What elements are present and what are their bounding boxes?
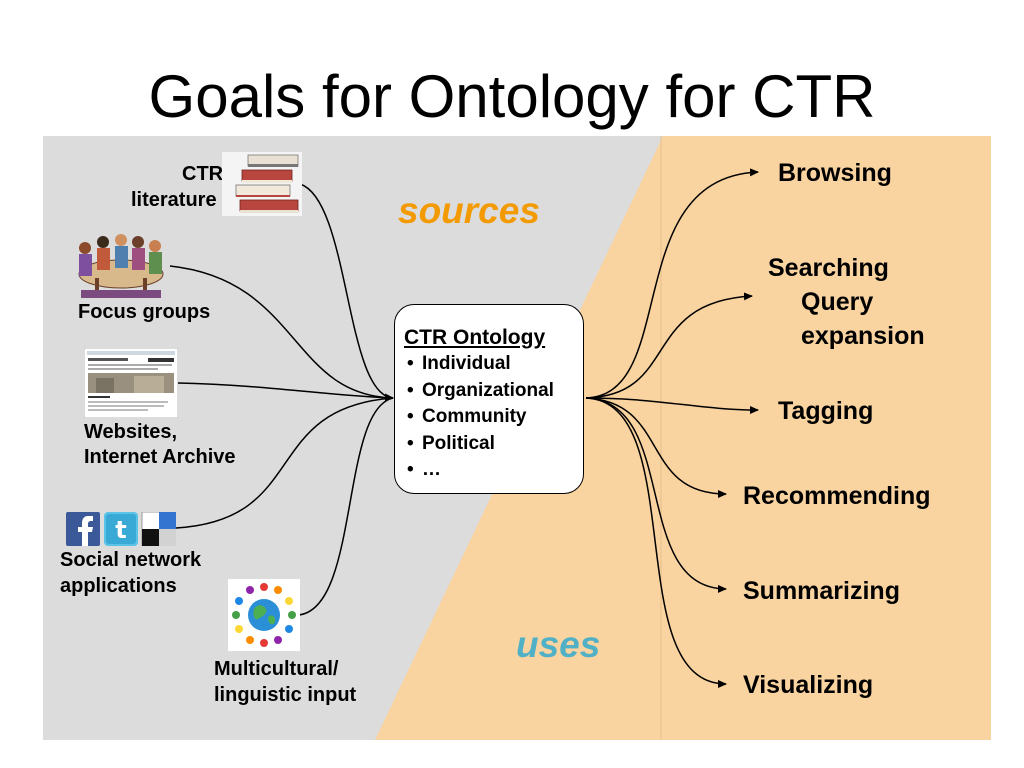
- social-icons-group: t: [66, 512, 176, 546]
- globe-people-icon: [228, 579, 300, 651]
- svg-text:t: t: [115, 516, 126, 544]
- sources-label: sources: [398, 190, 540, 231]
- connector-websites: [177, 382, 394, 399]
- uses-region: [375, 136, 991, 740]
- ctr-literature-label-line1: CTR: [182, 163, 224, 185]
- connector-ctr-literature: [299, 183, 394, 402]
- connector-recommending: [585, 397, 727, 498]
- connector-visualizing: [585, 397, 727, 688]
- website-screenshot-icon: [84, 348, 178, 418]
- ctr-ontology-box: CTR Ontology Individual Organizational C…: [394, 304, 584, 494]
- slide-title: Goals for Ontology for CTR: [148, 63, 876, 130]
- recommending-label: Recommending: [743, 482, 931, 510]
- ontology-item: Community: [404, 404, 583, 431]
- ontology-item: …: [404, 457, 583, 484]
- facebook-icon: [66, 512, 100, 546]
- query-label: Query: [801, 288, 874, 316]
- ontology-title: CTR Ontology: [404, 326, 546, 349]
- ontology-list: Individual Organizational Community Poli…: [404, 351, 583, 484]
- multicultural-label-line1: Multicultural/: [214, 658, 339, 680]
- websites-label-line2: Internet Archive: [84, 446, 236, 468]
- connector-tagging: [585, 397, 759, 414]
- tagging-label: Tagging: [778, 397, 874, 425]
- social-label-line2: applications: [60, 575, 177, 597]
- visualizing-label: Visualizing: [743, 671, 874, 699]
- connector-multicultural: [297, 397, 394, 616]
- focus-groups-label: Focus groups: [78, 301, 211, 323]
- websites-label-line1: Websites,: [84, 421, 177, 443]
- connector-summarizing: [585, 397, 727, 593]
- uses-label: uses: [516, 624, 601, 665]
- book-stack-icon: [222, 152, 302, 216]
- ontology-item: Organizational: [404, 378, 583, 405]
- searching-label: Searching: [768, 254, 889, 282]
- connector-social: [175, 397, 394, 529]
- connector-browsing: [585, 168, 759, 399]
- ctr-literature-label-line2: literature: [131, 189, 217, 211]
- ontology-item: Individual: [404, 351, 583, 378]
- summarizing-label: Summarizing: [743, 577, 900, 605]
- connector-searching: [585, 292, 753, 399]
- expansion-label: expansion: [801, 322, 925, 350]
- connector-focus-groups: [169, 265, 394, 399]
- browsing-label: Browsing: [778, 159, 892, 187]
- multicultural-label-line2: linguistic input: [214, 684, 357, 706]
- delicious-icon: [141, 512, 176, 546]
- ontology-item: Political: [404, 431, 583, 458]
- twitter-icon: t: [104, 512, 138, 546]
- social-label-line1: Social network: [60, 549, 202, 571]
- focus-group-people-icon: [78, 234, 164, 298]
